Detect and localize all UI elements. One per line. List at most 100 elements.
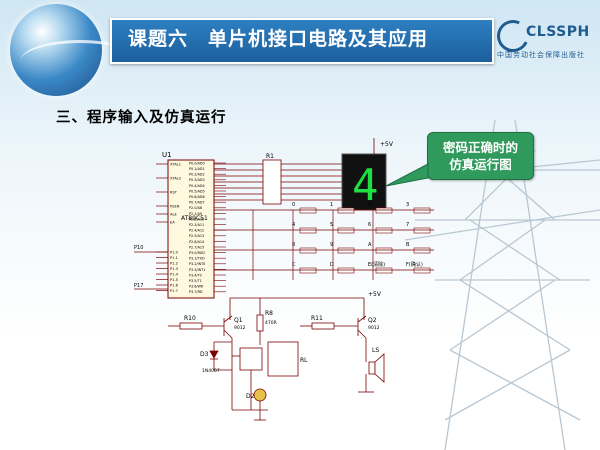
circuit-schematic: U1 AT89C51 XTAL1XTAL2RSTPSENALEEAP1.0P1.…: [134, 138, 434, 421]
mcu-left-pin-label: P1.3: [170, 267, 178, 271]
mcu-right-pin-label: P2.2/A10: [189, 217, 204, 221]
keypad-key-label: 2: [368, 202, 371, 208]
mcu-right-pin-label: P2.4/A12: [189, 229, 204, 233]
mcu-left-pin-label: P1.0: [170, 251, 179, 255]
mcu-right-pin-label: P2.0/A8: [189, 206, 202, 210]
keypad-key: [299, 267, 317, 274]
d2-label: D2: [246, 393, 255, 400]
mcu-right-pin-label: P2.6/A14: [189, 240, 204, 244]
mcu-right-pin-label: P0.1/AD1: [189, 167, 205, 171]
r11-label: R11: [311, 315, 323, 322]
vcc-mid-label: +5V: [368, 291, 382, 298]
mcu-right-pin-group: P0.0/AD0P0.1/AD1P0.2/AD2P0.3/AD3P0.4/AD4…: [189, 161, 226, 294]
q1-label: Q1: [234, 317, 243, 324]
keypad-key-label: C: [292, 262, 296, 268]
keypad-key: [375, 247, 393, 254]
mcu-left-pin-label: P1.1: [170, 256, 178, 260]
mcu-left-pin-label: P1.7: [170, 289, 178, 293]
keypad-key-label: 0: [292, 202, 295, 208]
mcu-left-pin-label: P1.5: [170, 278, 178, 282]
callout-line-2: 仿真运行图: [449, 157, 512, 172]
r8-label: R8: [265, 310, 273, 317]
keypad-key: [337, 247, 355, 254]
mcu-left-pin-label: P1.4: [170, 273, 179, 277]
mcu-right-pin-label: P0.7/AD7: [189, 201, 205, 205]
keypad-key-label: 9: [330, 242, 333, 248]
mcu-right-pin-label: P0.2/AD2: [189, 173, 205, 177]
keypad-key-label: D: [330, 262, 334, 268]
keypad-key-label: F(确认): [406, 261, 423, 268]
mcu-right-pin-label: P2.7/A15: [189, 245, 204, 249]
keypad-key: [413, 207, 431, 214]
keypad-key: [337, 267, 355, 274]
mcu-right-pin-label: P3.3/INT1: [189, 268, 205, 272]
d3-label: D3: [200, 351, 209, 358]
callout-pointer: [385, 163, 429, 187]
relay-label: RL: [300, 357, 308, 364]
mcu-right-pin-label: P2.5/A13: [189, 234, 204, 238]
keypad-key-label: 1: [330, 202, 333, 208]
mcu-left-pin-label: P1.6: [170, 284, 179, 288]
keypad-key-label: E(清除): [368, 261, 385, 268]
keypad-key: [299, 207, 317, 214]
keypad-key: [413, 267, 431, 274]
speaker-label: LS: [372, 347, 379, 354]
keypad-key-label: 3: [406, 202, 409, 208]
mcu-left-pin-label: XTAL1: [170, 163, 181, 167]
mcu-right-pin-label: P0.3/AD3: [189, 178, 205, 182]
globe-swoosh: [20, 40, 140, 83]
keypad-key-label: 4: [292, 222, 295, 228]
mcu-part-label: AT89C51: [181, 215, 208, 222]
keypad-key: [299, 247, 317, 254]
publisher-logo: CLSSPH 中国劳动社会保障出版社: [492, 15, 600, 70]
r10-label: R10: [184, 315, 196, 322]
mcu-right-pin-label: P0.6/AD6: [189, 195, 205, 199]
p10-label: P10: [134, 245, 143, 251]
mcu-right-pin-label: P3.6/WR: [189, 285, 204, 289]
logo-text: CLSSPH: [526, 24, 590, 40]
title-banner: [110, 18, 494, 64]
r8-value-label: 470R: [265, 320, 277, 326]
mcu-ref-label: U1: [162, 151, 172, 159]
section-heading: 三、程序输入及仿真运行: [56, 110, 227, 126]
mcu-left-pin-label: PSEN: [170, 205, 180, 209]
keypad-key-label: 6: [368, 222, 371, 228]
seven-segment-display: [341, 153, 387, 211]
keypad-key-label: 7: [406, 222, 409, 228]
mcu-right-pin-label: P3.4/T0: [189, 273, 202, 277]
mcu-right-pin-label: P3.7/RD: [189, 290, 203, 294]
keypad-key: [375, 267, 393, 274]
mcu-right-pin-label: P3.2/INT0: [189, 262, 205, 266]
keypad-key: [337, 207, 355, 214]
p17-label: P17: [134, 283, 143, 289]
keypad-key-label: 8: [292, 242, 295, 248]
mcu-left-pin-label: RST: [170, 191, 178, 195]
mcu-right-pin-label: P0.5/AD5: [189, 189, 205, 193]
mcu-right-pin-label: P0.4/AD4: [189, 184, 205, 188]
callout-line-1: 密码正确时的: [442, 140, 518, 155]
mcu-right-pin-label: P2.1/A9: [189, 212, 202, 216]
keypad-key-label: B: [406, 242, 410, 248]
keypad-key: [299, 227, 317, 234]
q1-part-label: 9012: [234, 325, 246, 331]
q2-label: Q2: [368, 317, 377, 324]
keypad-key-label: A: [368, 242, 372, 248]
keypad-key-label: 5: [330, 222, 333, 228]
seven-segment-digit: 4: [352, 160, 379, 211]
mcu-left-pin-label: EA: [170, 221, 175, 225]
keypad-key: [337, 227, 355, 234]
mcu-left-pin-label: XTAL2: [170, 177, 181, 181]
keypad-matrix: 0 1 2 3 4 5 6 7 8 9 A B C D E(清除) F(确认): [292, 202, 431, 274]
logo-subtitle: 中国劳动社会保障出版社: [497, 51, 585, 59]
mcu-right-pin-label: P3.5/T1: [189, 279, 202, 283]
callout-box: 密码正确时的 仿真运行图: [427, 132, 534, 180]
mcu-right-pin-label: P2.3/A11: [189, 223, 204, 227]
mcu-left-pin-label: P1.2: [170, 262, 178, 266]
slide-title: 课题六 单片机接口电路及其应用: [128, 28, 429, 50]
mcu-right-pin-label: P0.0/AD0: [189, 161, 205, 165]
d3-part-label: 1N4007: [202, 368, 220, 374]
mcu-left-pin-label: ALE: [170, 213, 177, 217]
resistor-net-label: R1: [266, 153, 274, 160]
